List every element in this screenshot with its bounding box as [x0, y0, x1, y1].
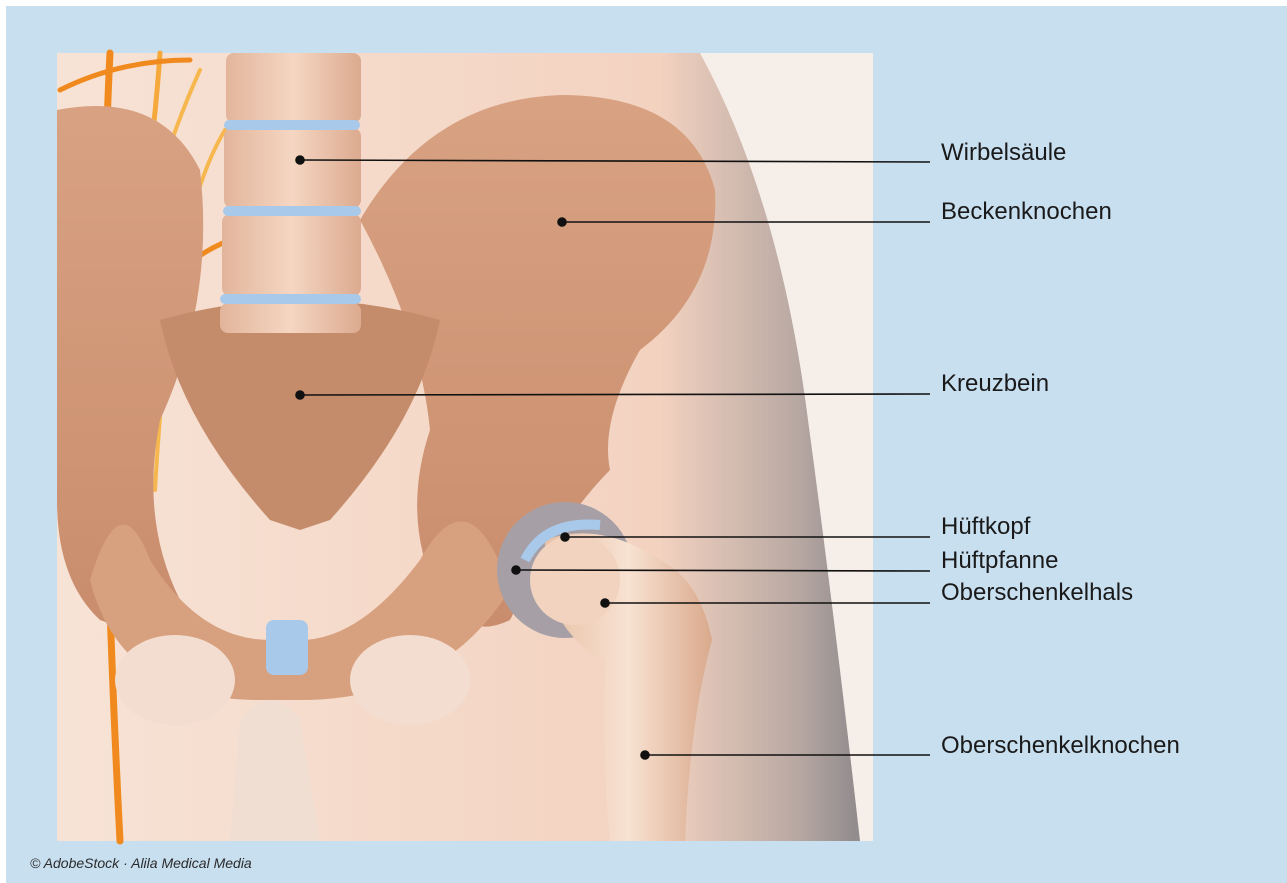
- label-kreuzbein: Kreuzbein: [941, 372, 1049, 396]
- leader-line-hueftpfanne: [516, 570, 930, 571]
- leader-dot-beckenknochen: [558, 218, 566, 226]
- leader-line-kreuzbein: [300, 394, 930, 395]
- image-credit: © AdobeStock · Alila Medical Media: [30, 855, 252, 871]
- leader-dot-wirbelsaeule: [296, 156, 304, 164]
- leader-dot-oberschenkelhals: [601, 599, 609, 607]
- label-oberschenkelknochen: Oberschenkelknochen: [941, 734, 1180, 758]
- symphysis: [266, 620, 308, 675]
- label-hueftkopf: Hüftkopf: [941, 515, 1030, 539]
- spine: [220, 53, 361, 333]
- label-hueftpfanne: Hüftpfanne: [941, 549, 1058, 573]
- leader-dot-hueftkopf: [561, 533, 569, 541]
- label-wirbelsaeule: Wirbelsäule: [941, 141, 1066, 165]
- obturator-right: [350, 635, 470, 725]
- leader-dot-oberschenkelknochen: [641, 751, 649, 759]
- leader-dot-kreuzbein: [296, 391, 304, 399]
- femoral-head: [530, 535, 620, 625]
- label-oberschenkelhals: Oberschenkelhals: [941, 581, 1133, 605]
- label-beckenknochen: Beckenknochen: [941, 200, 1112, 224]
- obturator-left: [115, 635, 235, 725]
- leader-dot-hueftpfanne: [512, 566, 520, 574]
